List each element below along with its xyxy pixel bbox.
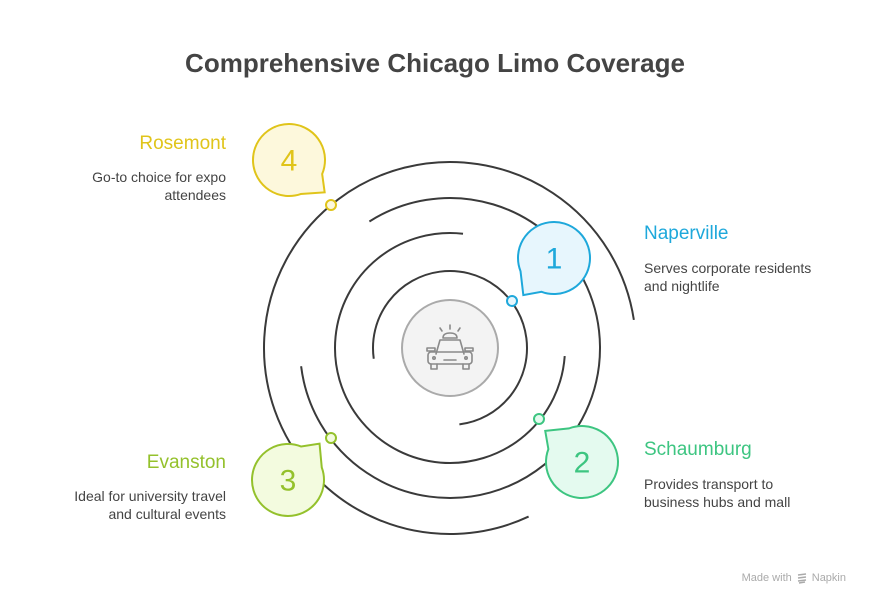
schaumburg-description: Provides transport to business hubs and … [644,475,790,511]
napkin-logo-icon [797,573,806,584]
naperville-description: Serves corporate residents and nightlife [644,259,811,295]
evanston-label: Evanston [146,452,226,473]
page-title: Comprehensive Chicago Limo Coverage [185,48,685,78]
rosemont-label: Rosemont [139,133,226,154]
desc-line: Ideal for university travel [74,488,226,504]
desc-line: Provides transport to [644,476,774,492]
orbit-dot [325,432,337,444]
schaumburg-label: Schaumburg [644,439,752,460]
speech-bubble [544,425,619,499]
step-number: 3 [280,465,297,498]
orbit-arc-1 [372,270,528,426]
napkin-brand: Napkin [811,572,846,584]
evanston-description: Ideal for university travel and cultural… [74,487,226,523]
orbit-dot [533,413,545,425]
orbit-arc-2 [334,232,566,464]
location-marker-evanston: 3 [251,432,337,517]
orbit-arc-4 [263,161,635,535]
desc-line: and nightlife [644,278,720,294]
orbit-arc-3 [300,197,601,499]
speech-bubble [517,221,591,297]
orbit-dot [506,295,518,307]
police-car-icon [426,324,474,370]
orbit-dot [325,199,337,211]
desc-line: business hubs and mall [644,494,791,510]
speech-bubble [251,442,325,517]
speech-bubble [252,123,326,197]
location-marker-naperville: 1 [506,221,591,307]
desc-line: Serves corporate residents [644,260,812,276]
step-number: 2 [574,447,591,480]
location-marker-rosemont: 4 [252,123,337,211]
orbit-arcs [263,161,635,535]
step-number: 1 [546,243,563,276]
desc-line: attendees [164,187,227,203]
desc-line: and cultural events [108,506,226,522]
center-hub [401,299,499,397]
made-with-napkin: Made with Napkin [742,572,846,584]
made-with-text: Made with [741,572,792,584]
desc-line: Go-to choice for expo [92,169,226,185]
rosemont-description: Go-to choice for expo attendees [92,168,226,204]
naperville-label: Naperville [644,223,729,244]
step-number: 4 [281,145,298,178]
location-marker-schaumburg: 2 [533,413,619,499]
